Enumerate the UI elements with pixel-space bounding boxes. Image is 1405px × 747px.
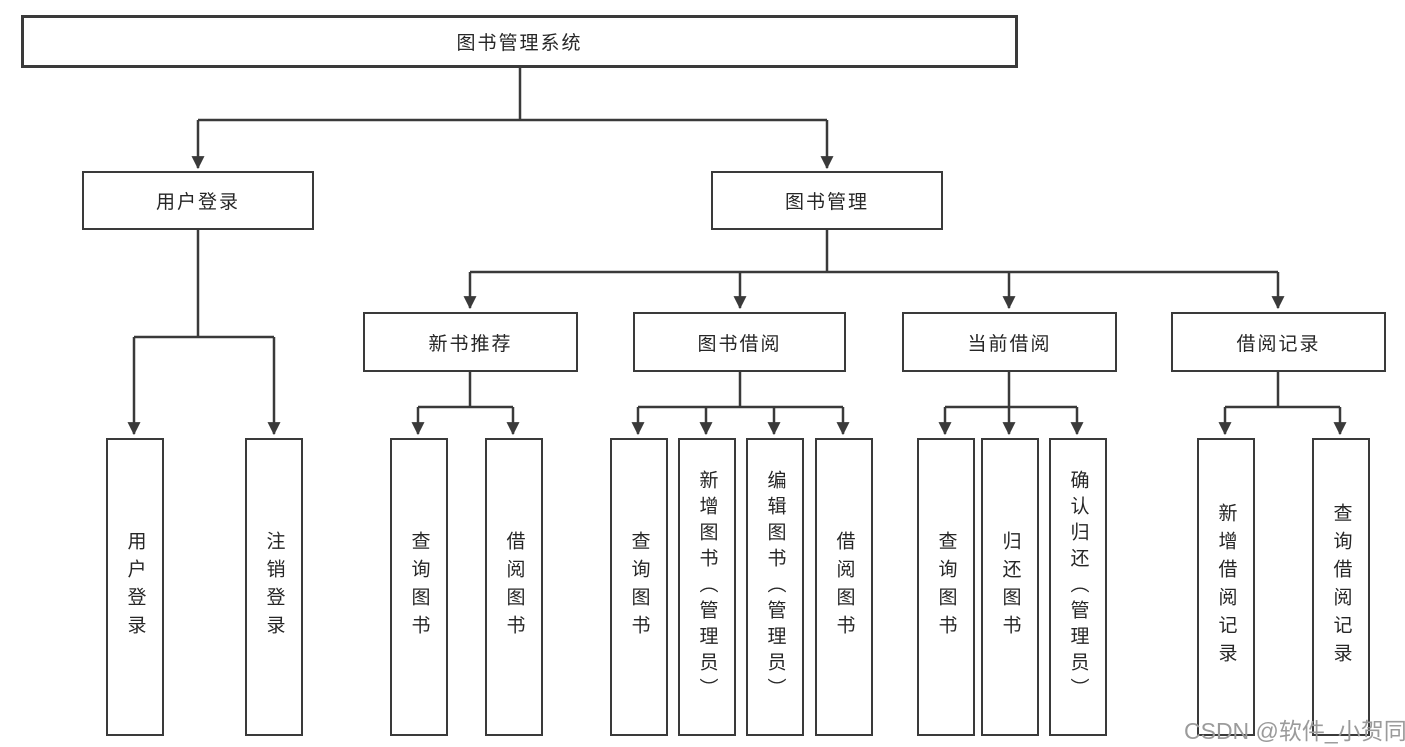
leaf-borrow-books-newbook: 借阅图书 [485, 438, 543, 736]
node-label: 注销登录 [263, 531, 285, 643]
leaf-add-books-admin: 新增图书（管理员） [678, 438, 736, 736]
node-label: 借阅图书 [503, 531, 525, 643]
node-book-borrow: 图书借阅 [633, 312, 846, 372]
node-label: 编辑图书（管理员） [764, 470, 786, 704]
node-label: 借阅记录 [1236, 333, 1321, 355]
node-new-book-recommend: 新书推荐 [363, 312, 578, 372]
node-library-system: 图书管理系统 [21, 15, 1018, 68]
leaf-query-books-borrow: 查询图书 [610, 438, 668, 736]
node-label: 用户登录 [155, 192, 240, 213]
leaf-return-books: 归还图书 [981, 438, 1039, 736]
node-label: 归还图书 [999, 531, 1021, 643]
leaf-query-books-newbook: 查询图书 [390, 438, 448, 736]
leaf-edit-books-admin: 编辑图书（管理员） [746, 438, 804, 736]
node-label: 图书管理系统 [456, 33, 583, 54]
leaf-user-login: 用户登录 [106, 438, 164, 736]
node-label: 图书管理 [784, 192, 869, 213]
node-label: 新增图书（管理员） [696, 470, 718, 704]
node-label: 当前借阅 [967, 333, 1052, 355]
leaf-add-borrow-record: 新增借阅记录 [1197, 438, 1255, 736]
node-label: 图书借阅 [697, 333, 782, 355]
node-label: 查询图书 [935, 531, 957, 643]
node-label: 确认归还（管理员） [1067, 470, 1089, 704]
node-current-borrow: 当前借阅 [902, 312, 1117, 372]
node-label: 新书推荐 [428, 333, 513, 355]
node-user-login: 用户登录 [82, 171, 314, 230]
node-borrow-records: 借阅记录 [1171, 312, 1386, 372]
node-label: 查询图书 [408, 531, 430, 643]
leaf-confirm-return-admin: 确认归还（管理员） [1049, 438, 1107, 736]
node-label: 借阅图书 [833, 531, 855, 643]
node-label: 查询图书 [628, 531, 650, 643]
leaf-logout: 注销登录 [245, 438, 303, 736]
node-label: 新增借阅记录 [1215, 503, 1237, 671]
leaf-query-borrow-record: 查询借阅记录 [1312, 438, 1370, 736]
watermark: CSDN @软件_小贺同学 [1184, 718, 1405, 744]
node-book-management: 图书管理 [711, 171, 943, 230]
leaf-borrow-books: 借阅图书 [815, 438, 873, 736]
leaf-query-books-current: 查询图书 [917, 438, 975, 736]
node-label: 查询借阅记录 [1330, 503, 1352, 671]
node-label: 用户登录 [124, 531, 146, 643]
